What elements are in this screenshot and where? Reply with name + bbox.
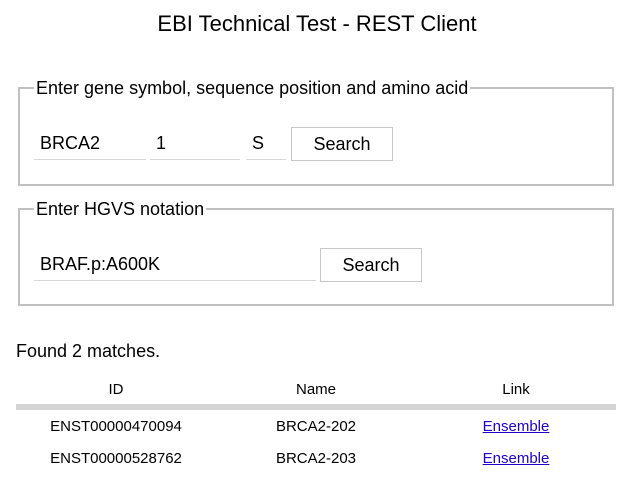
- gene-search-button[interactable]: Search: [291, 127, 393, 161]
- cell-name: BRCA2-203: [275, 449, 357, 467]
- gene-search-legend: Enter gene symbol, sequence position and…: [36, 78, 469, 98]
- table-row: ENST00000470094 BRCA2-202 Ensemble: [16, 407, 616, 442]
- ensemble-link[interactable]: Ensemble: [482, 417, 550, 435]
- hgvs-notation-input[interactable]: [34, 249, 316, 281]
- cell-name: BRCA2-202: [275, 417, 357, 435]
- amino-acid-input[interactable]: [246, 128, 286, 160]
- column-header-id: ID: [16, 374, 216, 410]
- page-title: EBI Technical Test - REST Client: [157, 11, 477, 36]
- cell-id: ENST00000470094: [50, 417, 182, 435]
- results-table: ID Name Link ENST00000470094 BRCA2-202 E…: [16, 374, 616, 474]
- hgvs-search-legend: Enter HGVS notation: [36, 199, 205, 219]
- cell-link: Ensemble: [416, 407, 616, 442]
- results-summary: Found 2 matches.: [16, 341, 161, 361]
- sequence-position-input[interactable]: [150, 128, 240, 160]
- table-row: ENST00000528762 BRCA2-203 Ensemble: [16, 442, 616, 474]
- hgvs-search-button[interactable]: Search: [320, 248, 422, 282]
- gene-symbol-input[interactable]: [34, 128, 146, 160]
- column-header-name: Name: [216, 374, 416, 410]
- table-header-row: ID Name Link: [16, 374, 616, 410]
- cell-id: ENST00000528762: [50, 449, 182, 467]
- hgvs-search-fieldset: Enter HGVS notation: [18, 199, 614, 306]
- gene-search-fieldset: Enter gene symbol, sequence position and…: [18, 78, 614, 186]
- ensemble-link[interactable]: Ensemble: [482, 449, 550, 467]
- column-header-link: Link: [416, 374, 616, 410]
- cell-link: Ensemble: [416, 442, 616, 474]
